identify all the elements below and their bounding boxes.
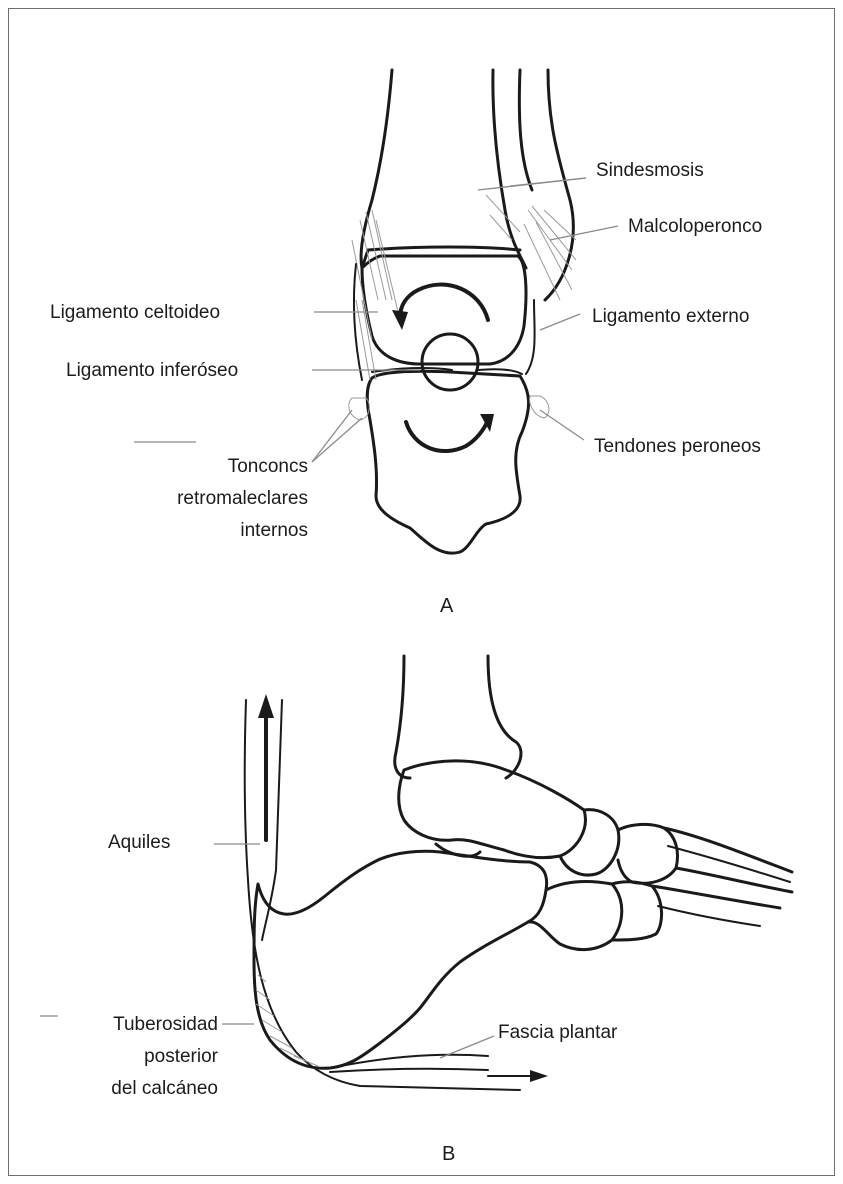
calcaneus-bone [367, 371, 528, 553]
panel-a-drawing [349, 70, 576, 553]
label-aquiles: Aquiles [108, 832, 170, 853]
medial-ligament-line [354, 264, 362, 380]
cuboid-bone [528, 882, 622, 950]
interosseous-ligament-knob [422, 334, 478, 390]
panel-b-leader-lines [40, 844, 494, 1058]
lateral-ligament-line [526, 300, 535, 374]
tibia-bone [361, 70, 520, 268]
label-tuberosidad-line1: Tuberosidad [113, 1014, 218, 1035]
rotation-arrow-upper [400, 285, 488, 320]
fascia-pull-arrow-head [530, 1070, 548, 1082]
talus-bone-lateral [399, 761, 586, 858]
label-tendones-retro-line3: internos [240, 520, 308, 541]
label-tuberosidad-line2: posterior [144, 1046, 219, 1067]
rotation-arrow-lower [406, 420, 488, 451]
label-tuberosidad-line3: del calcáneo [111, 1078, 218, 1099]
caption-panel-a: A [440, 595, 454, 617]
label-fascia-plantar: Fascia plantar [498, 1022, 618, 1043]
label-sindesmosis: Sindesmosis [596, 160, 704, 181]
achilles-pull-arrow-head [258, 694, 274, 718]
rotation-arrow-upper-head [392, 310, 408, 330]
deltoid-ligament-fibers [352, 210, 400, 380]
talus-bone [362, 256, 526, 364]
label-tendones-retro-line2: retromaleclares [177, 488, 308, 509]
label-tendones-peroneos: Tendones peroneos [594, 436, 761, 457]
caption-panel-b: B [442, 1143, 455, 1165]
tuberosity-hatching [256, 975, 318, 1066]
label-ligamento-interoseo: Ligamento inferóseo [66, 360, 238, 381]
label-ligamento-deltoideo: Ligamento celtoideo [50, 302, 220, 323]
achilles-tendon [245, 700, 520, 1090]
label-ligamento-externo: Ligamento externo [592, 306, 749, 327]
label-tendones-retro-line1: Tonconcs [228, 456, 308, 477]
label-malcoloperoneo: Malcoloperonco [628, 216, 762, 237]
plantar-fascia [330, 1055, 488, 1072]
navicular-bone [560, 810, 619, 875]
fibula-bone [493, 70, 573, 300]
